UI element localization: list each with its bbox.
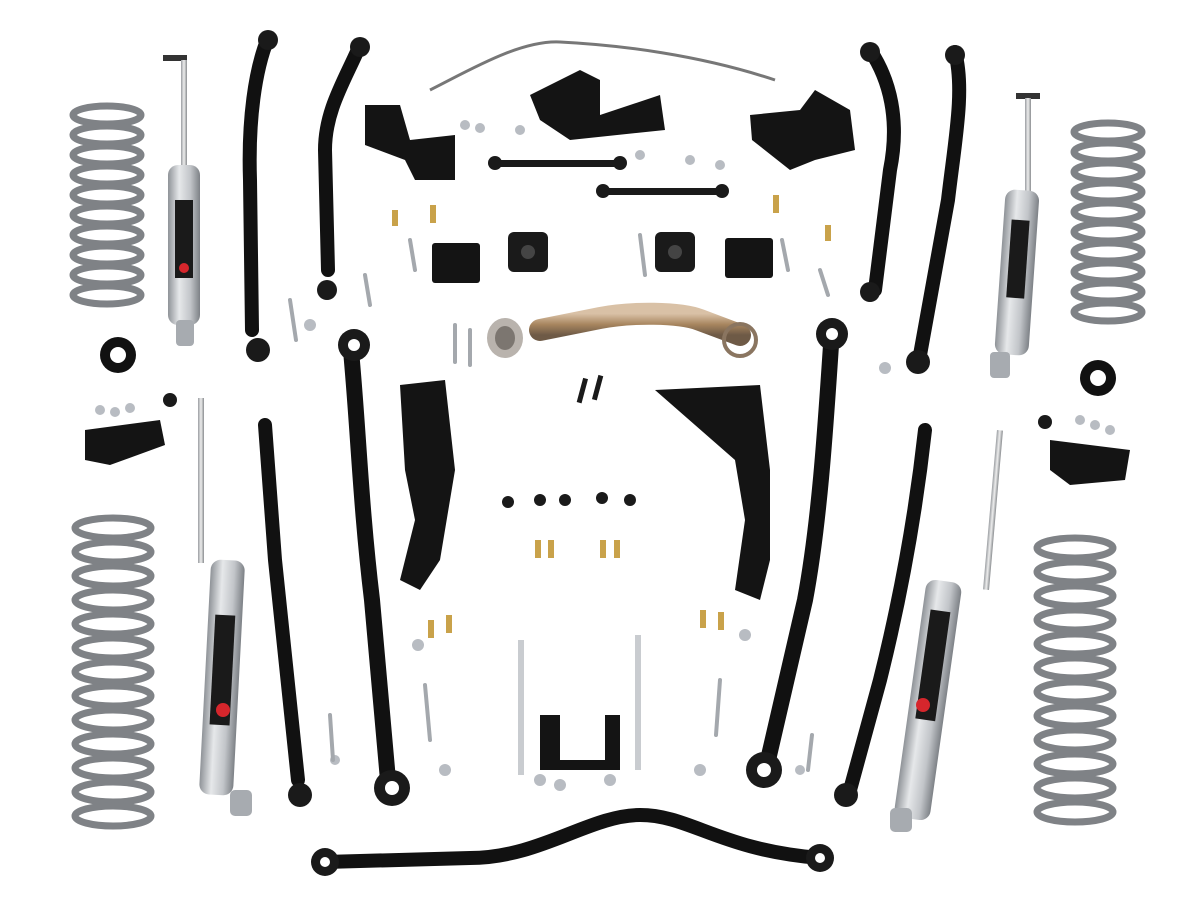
bracket-top-left	[365, 105, 455, 180]
sway-link-bracket-left	[85, 420, 165, 465]
shock-absorber-top-right	[990, 93, 1040, 378]
coil-spring-bottom-right	[1033, 534, 1117, 826]
exhaust-spacer-pipe	[487, 302, 758, 358]
hardware-dark	[163, 374, 1052, 508]
shock-absorber-bottom-right	[890, 430, 1003, 832]
block-right	[725, 238, 773, 278]
arm-upper-left-1	[242, 31, 275, 337]
block-left	[432, 243, 480, 283]
bump-stops	[100, 232, 1116, 396]
sway-bar-links	[488, 156, 729, 775]
coil-spring-bottom-left	[71, 514, 155, 830]
bracket-center-left	[400, 380, 455, 590]
arm-mid-left	[258, 418, 305, 787]
control-arms	[242, 31, 967, 869]
hardware-silver	[95, 120, 1115, 791]
arm-mid-right	[843, 423, 932, 797]
bracket-top-center	[530, 70, 665, 140]
coil-spring-top-left	[69, 102, 145, 308]
brake-line	[429, 40, 776, 92]
shock-absorber-top-left	[163, 55, 200, 346]
sway-link-bracket-right	[1050, 440, 1130, 485]
arm-upper-left-2	[317, 38, 367, 277]
hardware-gold	[392, 195, 831, 638]
arm-upper-right-2	[913, 45, 967, 362]
brackets	[85, 70, 1130, 770]
hardware-bolts	[288, 233, 830, 772]
bracket-center-right	[655, 385, 770, 600]
arm-long-right	[760, 322, 840, 768]
arm-upper-right-1	[863, 43, 901, 297]
shock-absorber-bottom-left	[198, 398, 252, 816]
track-bar	[318, 807, 827, 869]
bracket-small-center	[540, 715, 620, 770]
bushing-centers	[320, 328, 838, 867]
coil-spring-top-right	[1070, 119, 1146, 325]
arm-long-left	[342, 332, 396, 788]
bracket-top-right	[750, 90, 855, 170]
